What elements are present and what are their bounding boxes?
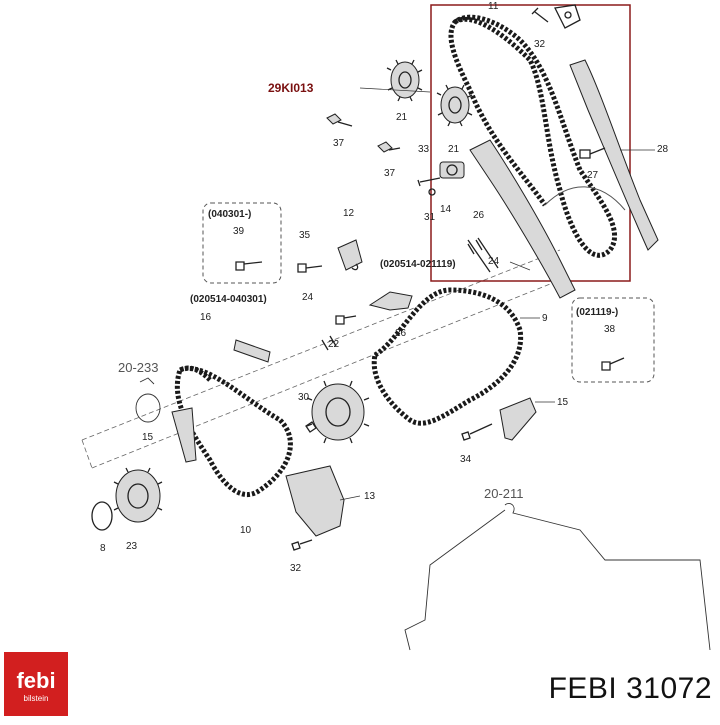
- ref-sprocket-20-233: [135, 377, 161, 423]
- callout-33: 33: [418, 144, 430, 155]
- logo-subtext: bilstein: [23, 694, 49, 703]
- highlight-part-label: 29KI013: [268, 81, 314, 95]
- sprocket-21-cam: [439, 161, 465, 179]
- callout-15-left: 15: [142, 432, 154, 443]
- bolt-37-a: [326, 113, 353, 127]
- callout-37-b: 37: [384, 168, 396, 179]
- callout-10: 10: [240, 525, 252, 536]
- callout-27: 27: [587, 170, 599, 181]
- callout-32-top: 32: [534, 39, 546, 50]
- bolt-33: [417, 177, 441, 187]
- callout-32-lower: 32: [290, 563, 302, 574]
- sprocket-21-upper: [386, 59, 423, 102]
- section-ref-20-233: 20-233: [118, 360, 158, 375]
- callout-11: 11: [488, 1, 499, 12]
- lower-timing-chain-10: [174, 365, 293, 498]
- callout-21-b: 21: [448, 144, 460, 155]
- bolt-34: [461, 423, 493, 441]
- callout-9: 9: [542, 313, 548, 324]
- callout-39: 39: [233, 226, 245, 237]
- callout-21-a: 21: [396, 112, 408, 123]
- chain-link-marks: [467, 239, 483, 255]
- callout-12: 12: [343, 208, 355, 219]
- chain-guide-15-left: [171, 407, 197, 463]
- date-code-020514-021119: (020514-021119): [380, 259, 456, 270]
- brand-logo: febi bilstein: [4, 652, 68, 716]
- callout-37-a: 37: [333, 138, 345, 149]
- callout-34: 34: [460, 454, 472, 465]
- bolt-27: [579, 149, 591, 159]
- leader: [509, 261, 531, 271]
- date-code-040301: (040301-): [208, 209, 251, 220]
- callout-35: 35: [299, 230, 311, 241]
- guide-16: [233, 339, 271, 363]
- bolt-32-lower: [291, 539, 313, 551]
- washer-31: [428, 188, 436, 196]
- callout-28: 28: [657, 144, 669, 155]
- callout-23: 23: [126, 541, 138, 552]
- seal-ring-8: [91, 501, 113, 531]
- leader: [339, 495, 361, 501]
- bolt-39: [235, 261, 263, 271]
- assembly-guide-line: [81, 439, 93, 469]
- bolt-30: [305, 421, 317, 433]
- highlight-box: [430, 4, 631, 282]
- callout-13: 13: [364, 491, 376, 502]
- highlight-leader: [359, 87, 431, 93]
- bolt-25: [467, 237, 499, 273]
- engine-block-outline: [404, 502, 711, 651]
- bolt-24: [335, 315, 357, 325]
- bolt-32-top: [531, 7, 549, 23]
- callout-16: 16: [200, 312, 212, 323]
- bracket-top: [554, 4, 581, 29]
- bolt-37-b: [377, 141, 401, 153]
- tensioner-spring: [351, 263, 359, 271]
- chain-link-marks: [321, 335, 337, 351]
- brand-part-number: FEBI 31072: [548, 672, 712, 705]
- variant-box-040301: [202, 202, 282, 284]
- callout-26-top: 26: [473, 210, 485, 221]
- callout-38: 38: [604, 324, 616, 335]
- date-code-021119: (021119-): [576, 307, 618, 318]
- chain-guide-15-right: [499, 397, 537, 441]
- callout-8: 8: [100, 543, 106, 554]
- callout-15-right: 15: [557, 397, 569, 408]
- date-code-020514-040301: (020514-040301): [190, 294, 267, 305]
- bolt-38: [601, 357, 625, 371]
- crank-sprocket-23: [113, 467, 163, 523]
- guide-20: [368, 291, 413, 311]
- upper-tensioner-rail-28: [569, 59, 659, 251]
- bolt-35: [297, 263, 323, 273]
- variant-box-021119: [571, 297, 655, 383]
- callout-30: 30: [298, 392, 310, 403]
- logo-text: febi: [16, 668, 56, 693]
- chain-tensioner-12: [337, 239, 363, 271]
- callout-26-lower: 26: [395, 328, 407, 339]
- assembly-guide-line: [91, 279, 561, 469]
- upper-guide-26: [469, 139, 576, 299]
- sprocket-21-lower: [436, 84, 473, 127]
- oil-pump-chain-9: [371, 287, 524, 426]
- callout-14: 14: [440, 204, 452, 215]
- bolt-27-shank: [589, 147, 606, 155]
- callout-22: 22: [328, 339, 340, 350]
- chain-guide-curve: [544, 186, 626, 211]
- section-ref-20-211: 20-211: [484, 486, 524, 501]
- bolt-head: [564, 11, 572, 19]
- callout-24-b: 24: [488, 256, 500, 267]
- callout-31: 31: [424, 212, 436, 223]
- upper-timing-chain: [448, 14, 617, 258]
- sprocket-22: [306, 380, 370, 444]
- callout-24: 24: [302, 292, 314, 303]
- tensioner-13: [285, 465, 345, 537]
